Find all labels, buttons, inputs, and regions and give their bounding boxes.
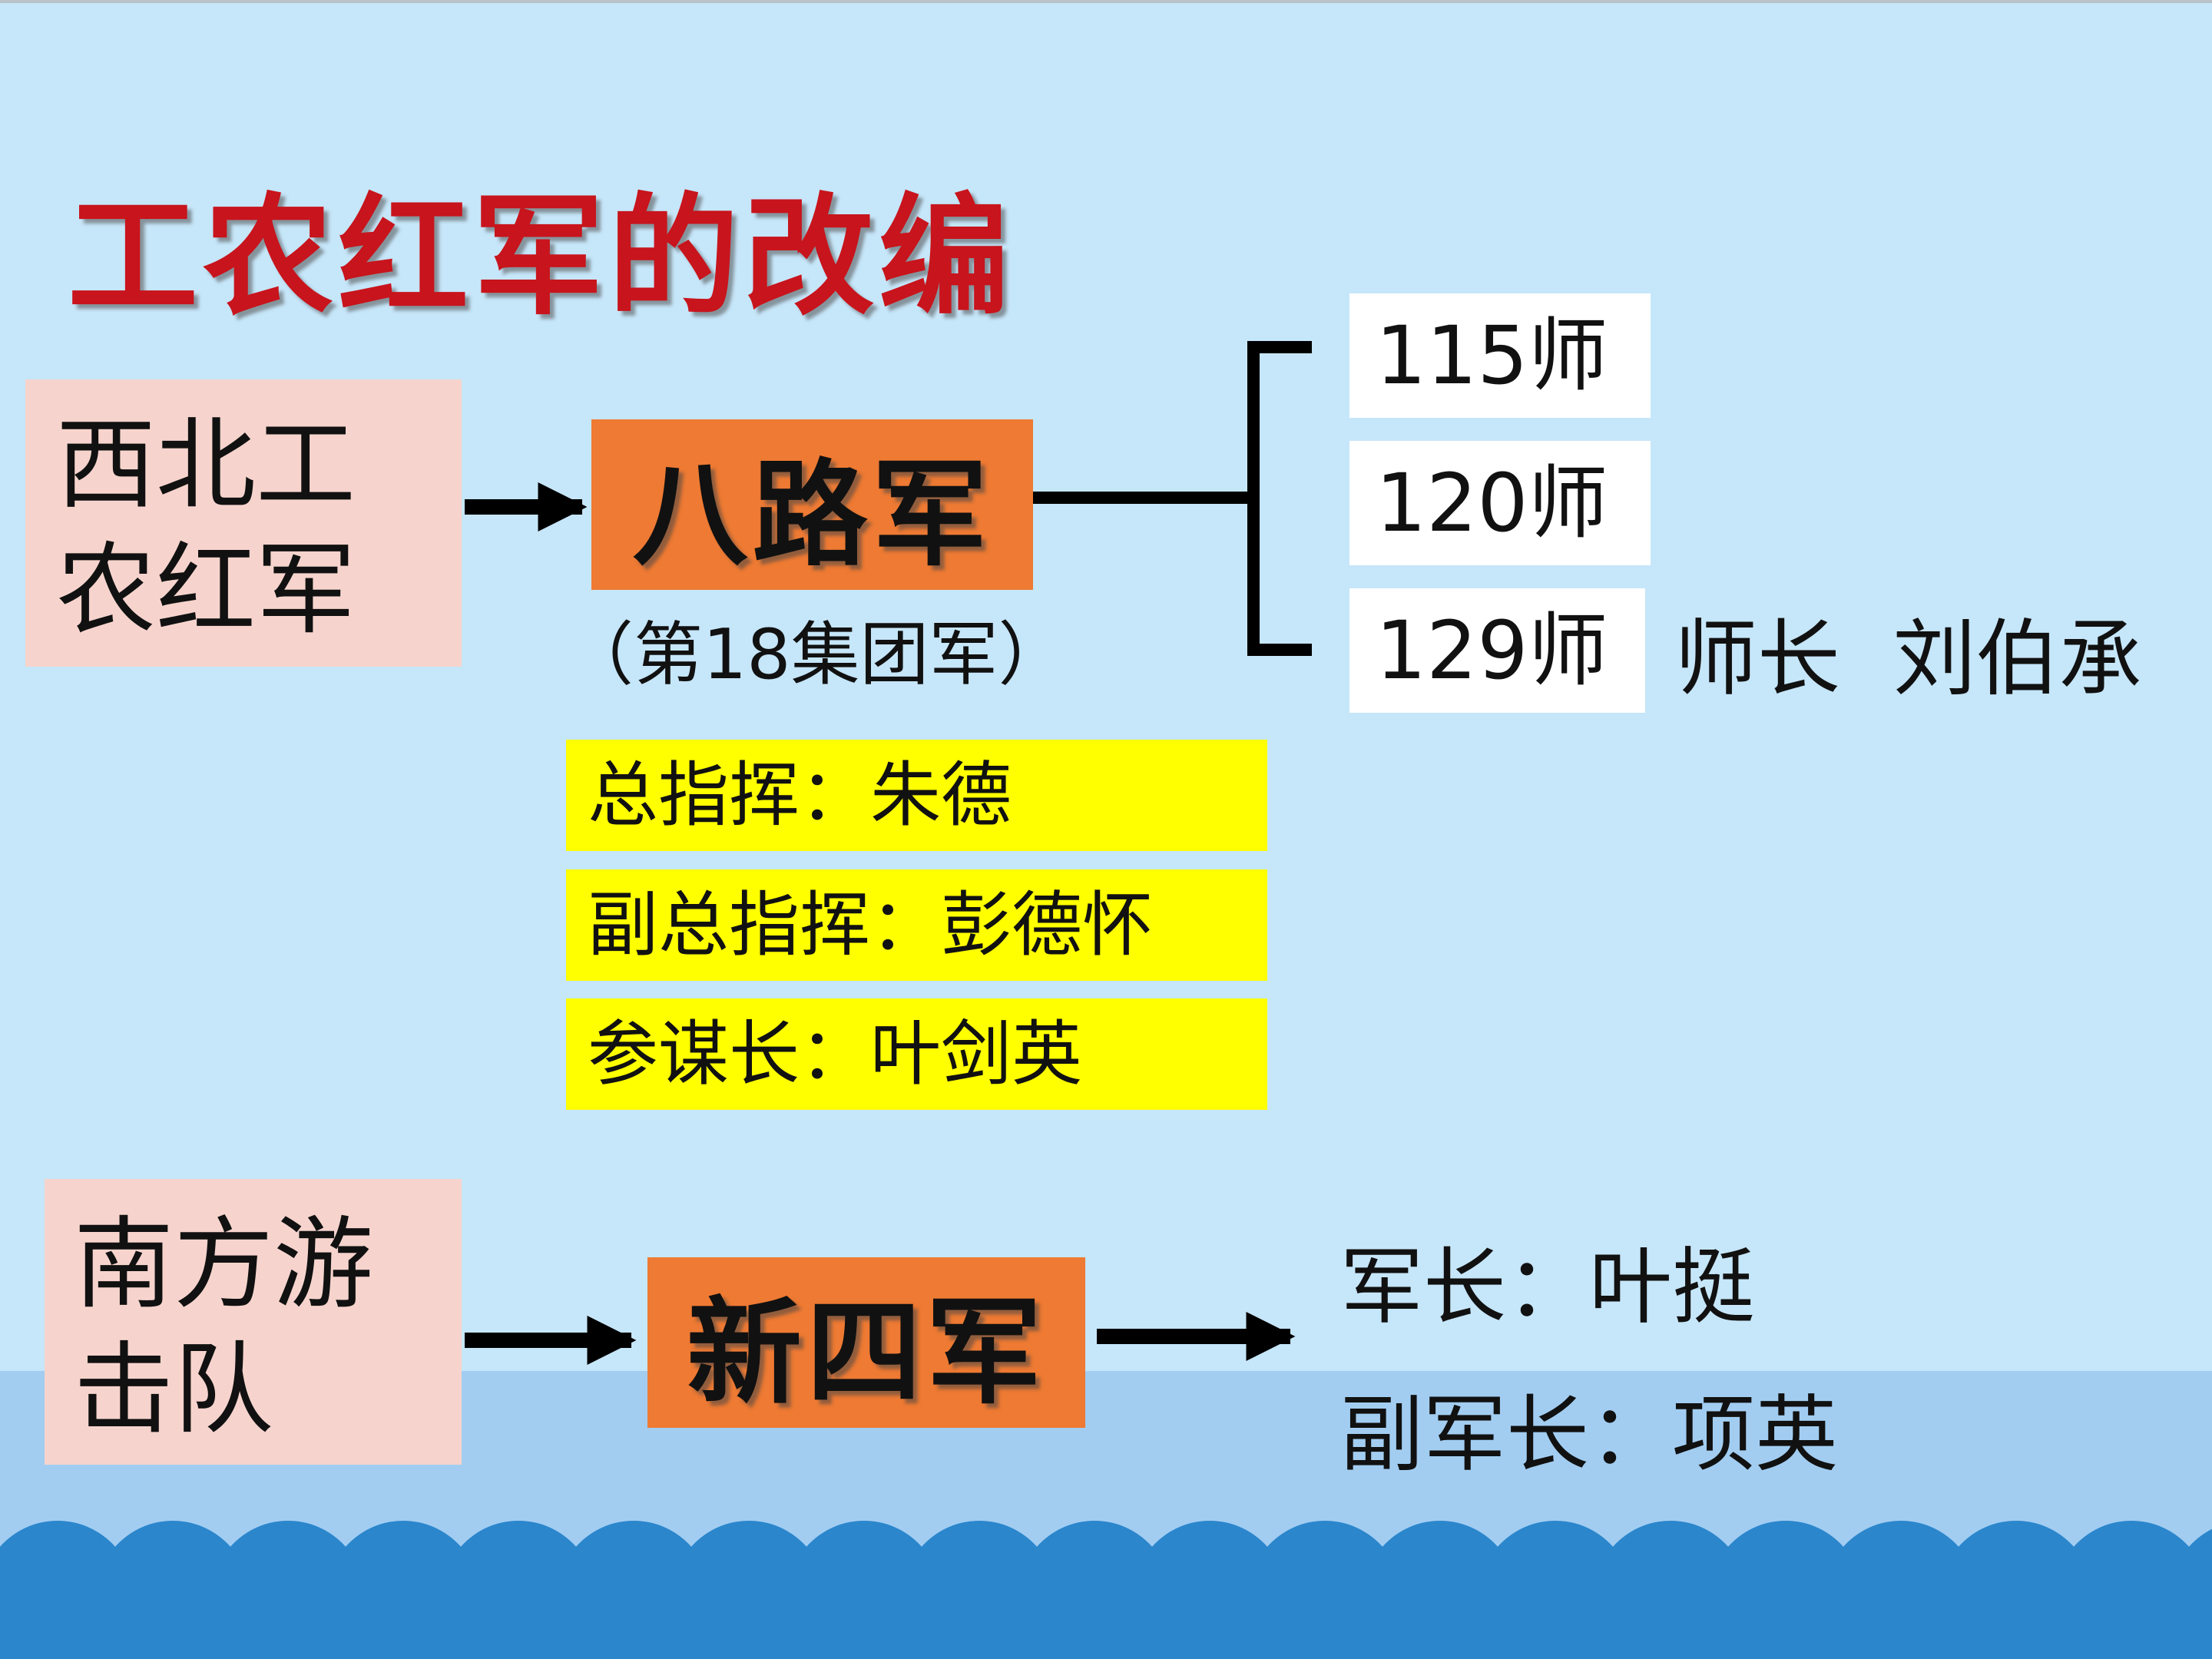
wave-scallop xyxy=(1651,1575,1805,1659)
top-border xyxy=(0,0,2212,3)
new-fourth-army-box: 新四军 xyxy=(647,1257,1085,1428)
wave-scallop xyxy=(960,1575,1114,1659)
division-brace xyxy=(1247,341,1312,656)
slide-title: 工农红军的改编 xyxy=(68,181,1015,333)
wave-scallop xyxy=(269,1575,422,1659)
division-120: 120师 xyxy=(1349,441,1651,565)
wave-scallop xyxy=(614,1575,768,1659)
leader-deputy-commander: 副总指挥：彭德怀 xyxy=(566,869,1267,981)
wave-scallop xyxy=(1306,1575,1459,1659)
wave-scallop xyxy=(2112,1575,2212,1659)
division-129-commander: 师长 刘伯承 xyxy=(1674,611,2142,707)
new-fourth-army-deputy: 副军长：项英 xyxy=(1340,1387,1839,1483)
wave-scallop xyxy=(384,1575,538,1659)
source-northwest-red-army: 西北工 农红军 xyxy=(25,379,462,667)
wave-scallop xyxy=(499,1575,653,1659)
wave-scallop xyxy=(730,1575,883,1659)
division-115: 115师 xyxy=(1349,293,1651,418)
wave-scallop xyxy=(1997,1575,2151,1659)
division-129: 129师 xyxy=(1349,588,1645,713)
leader-commander: 总指挥：朱德 xyxy=(566,740,1267,851)
wave-scallop xyxy=(1190,1575,1344,1659)
wave-scallop xyxy=(845,1575,998,1659)
wave-scallop xyxy=(1536,1575,1690,1659)
wave-scallop xyxy=(1075,1575,1229,1659)
wave-scallop xyxy=(38,1575,192,1659)
wave-scallop xyxy=(1421,1575,1575,1659)
source-southern-guerrillas: 南方游 击队 xyxy=(45,1179,462,1465)
wave-scallop xyxy=(1882,1575,2035,1659)
new-fourth-army-commander: 军长：叶挺 xyxy=(1340,1240,1756,1336)
wave-scallop xyxy=(1767,1575,1920,1659)
wave-scallop xyxy=(154,1575,307,1659)
wave-decoration xyxy=(0,1521,2212,1659)
eighth-route-army-box: 八路军 xyxy=(591,419,1033,590)
eighth-route-army-alias: （第18集团军） xyxy=(565,614,1068,695)
leader-chief-of-staff: 参谋长：叶剑英 xyxy=(566,998,1267,1110)
